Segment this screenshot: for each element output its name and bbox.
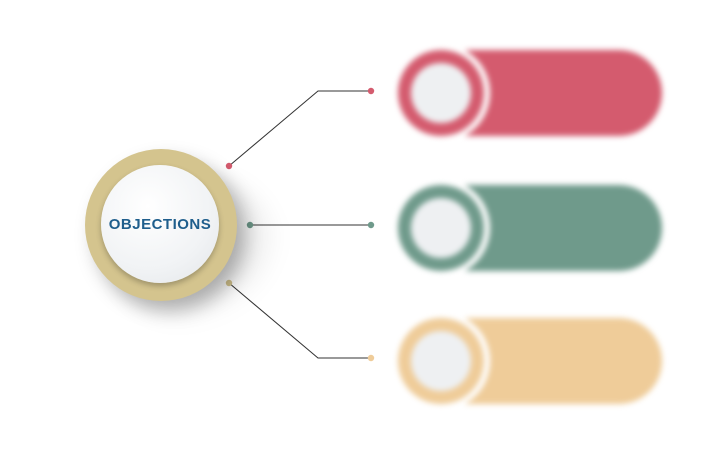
connector-dot-hub-top (225, 162, 233, 170)
connector-dot-item-top (367, 87, 375, 95)
item-pill-1 (458, 50, 662, 136)
item-ring-3 (398, 318, 484, 404)
item-pill-2 (458, 185, 662, 271)
connector-dot-hub-bottom (225, 279, 233, 287)
connector-line-bottom (228, 282, 371, 359)
connector-dot-item-bottom (367, 354, 375, 362)
item-card-2 (398, 185, 662, 271)
hub-disc: OBJECTIONS (101, 165, 219, 283)
item-ring-2 (398, 185, 484, 271)
hub-label: OBJECTIONS (108, 215, 212, 233)
connector-dot-hub-middle (246, 221, 254, 229)
connector-line-top (228, 90, 371, 167)
connector-dot-item-middle (367, 221, 375, 229)
item-card-1 (398, 50, 662, 136)
item-ring-1 (398, 50, 484, 136)
item-card-3 (398, 318, 662, 404)
item-pill-3 (458, 318, 662, 404)
